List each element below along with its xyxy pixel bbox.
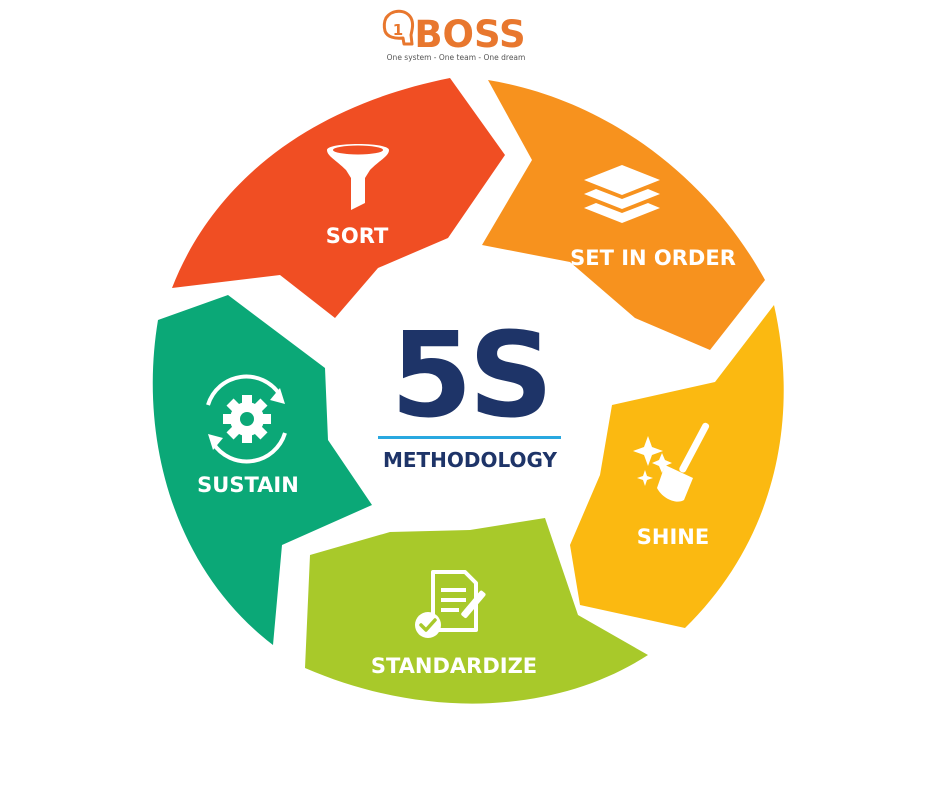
segment-label-set-in-order: SET IN ORDER bbox=[570, 246, 736, 270]
head-icon: 1 bbox=[382, 9, 415, 46]
center-underline bbox=[378, 436, 561, 439]
logo-tagline: One system - One team - One dream bbox=[387, 53, 526, 62]
gear-cycle-icon bbox=[206, 374, 287, 464]
layers-icon bbox=[584, 165, 660, 223]
broom-sparkle-icon bbox=[633, 422, 710, 502]
segment-sustain bbox=[152, 295, 372, 645]
segment-label-sort: SORT bbox=[326, 224, 389, 248]
segment-sort bbox=[172, 78, 505, 318]
center-subtitle: METHODOLOGY bbox=[383, 448, 558, 472]
segment-label-sustain: SUSTAIN bbox=[197, 473, 299, 497]
center-hub: 5S METHODOLOGY bbox=[336, 260, 604, 528]
document-check-icon bbox=[415, 570, 486, 638]
boss-logo: 1 BOSS One system - One team - One dream bbox=[382, 9, 526, 62]
logo-text: BOSS bbox=[414, 13, 525, 56]
funnel-icon bbox=[327, 144, 389, 210]
segment-label-shine: SHINE bbox=[637, 525, 709, 549]
segment-label-standardize: STANDARDIZE bbox=[371, 654, 537, 678]
center-title: 5S bbox=[390, 306, 549, 444]
svg-text:1: 1 bbox=[393, 21, 403, 39]
segment-shine bbox=[570, 305, 784, 628]
